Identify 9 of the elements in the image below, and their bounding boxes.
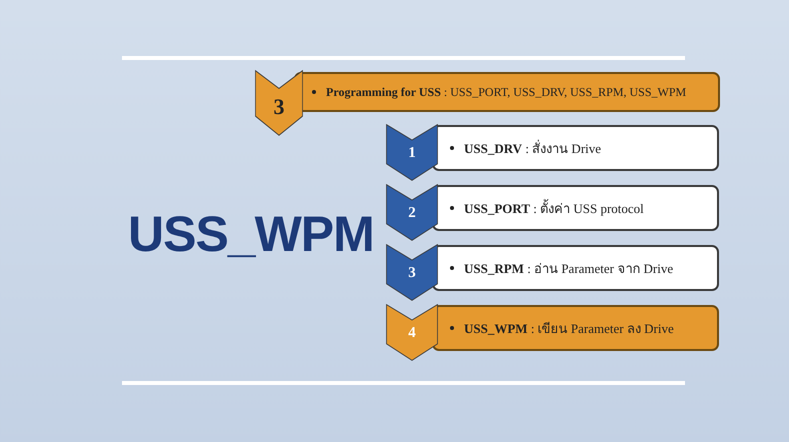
slide-title: USS_WPM xyxy=(128,205,374,263)
step-number-marker: 3 xyxy=(386,244,438,301)
step-number-marker: 3 xyxy=(255,70,303,136)
step-number-marker: 4 xyxy=(386,304,438,361)
text-box: USS_PORT : ตั้งค่า USS protocol xyxy=(432,185,719,231)
text-box: USS_RPM : อ่าน Parameter จาก Drive xyxy=(432,245,719,291)
text-box: USS_DRV : สั่งงาน Drive xyxy=(432,125,719,171)
step-number-marker: 1 xyxy=(386,124,438,181)
step-number-marker: 2 xyxy=(386,184,438,241)
